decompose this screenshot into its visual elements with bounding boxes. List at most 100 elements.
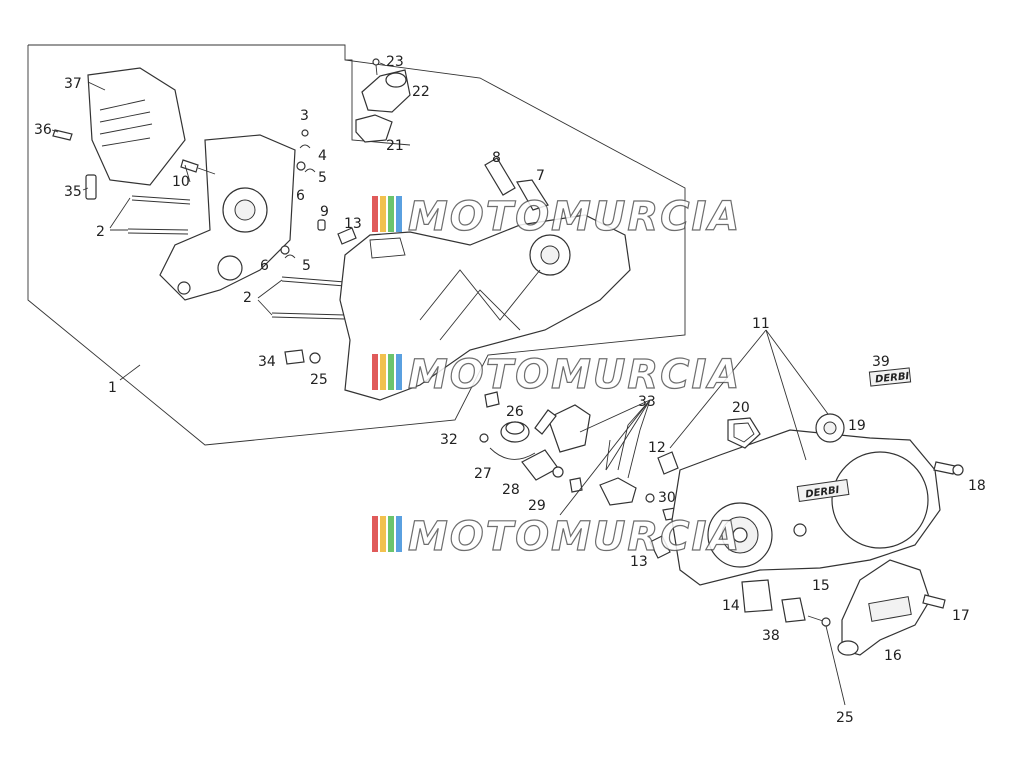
- kick-cover: [837, 559, 931, 656]
- bearing-19: [815, 413, 845, 443]
- callout-28: 28: [502, 482, 520, 498]
- fan-cowl: [87, 67, 186, 186]
- callout-2-upper: 2: [96, 224, 105, 240]
- watermark-stripe-blue: [396, 516, 402, 552]
- callout-12: 12: [648, 440, 666, 456]
- callout-16: 16: [884, 648, 902, 664]
- dowel-pin-9: [317, 219, 326, 231]
- callout-1: 1: [108, 380, 117, 396]
- callout-9: 9: [320, 204, 329, 220]
- small-hardware-upper: [296, 129, 316, 173]
- studs-lower: [271, 276, 346, 320]
- callout-10: 10: [172, 174, 190, 190]
- screw-17: [922, 594, 946, 609]
- callout-17: 17: [952, 608, 970, 624]
- watermark-text: MOTOMURCIA: [408, 352, 741, 398]
- oil-pump-gear-26: [500, 421, 530, 443]
- watermark-stripe-green: [388, 196, 394, 232]
- callout-6-upper: 6: [296, 188, 305, 204]
- watermark-stripe-green: [388, 354, 394, 390]
- callout-32: 32: [440, 432, 458, 448]
- oil-pump-33: [599, 424, 641, 506]
- intake-manifold: [361, 69, 411, 113]
- callout-11: 11: [752, 316, 770, 332]
- sleeve-13-left: [337, 227, 357, 245]
- callout-33: 33: [638, 394, 656, 410]
- oil-guide-28: [534, 409, 557, 435]
- watermark-2: MOTOMURCIA: [372, 351, 741, 399]
- roller-8: [484, 157, 516, 196]
- watermark-3: MOTOMURCIA: [372, 513, 741, 561]
- watermark-stripe-red: [372, 354, 378, 390]
- watermark-1: MOTOMURCIA: [372, 193, 741, 241]
- sleeve-7: [516, 179, 549, 211]
- bracket-38: [781, 597, 806, 623]
- clip-27: [489, 447, 536, 460]
- small-part-upper: [484, 391, 500, 408]
- gasket-20: [727, 417, 761, 449]
- callout-13-lower: 13: [630, 554, 648, 570]
- bolt-10: [180, 159, 216, 175]
- main-crankcase: [339, 214, 631, 401]
- watermark-stripe-yellow: [380, 354, 386, 390]
- callout-21: 21: [386, 138, 404, 154]
- callout-37: 37: [64, 76, 82, 92]
- callout-14: 14: [722, 598, 740, 614]
- block-14: [741, 579, 773, 613]
- callout-25-left: 25: [310, 372, 328, 388]
- bracket-28: [521, 449, 559, 481]
- watermark-stripe-yellow: [380, 196, 386, 232]
- watermark-text: MOTOMURCIA: [408, 194, 741, 240]
- watermark-stripe-yellow: [380, 516, 386, 552]
- callout-18: 18: [968, 478, 986, 494]
- studs-upper: [127, 195, 191, 235]
- callout-8: 8: [492, 150, 501, 166]
- watermark-stripe-blue: [396, 354, 402, 390]
- leader-lines: [51, 62, 846, 706]
- callout-38: 38: [762, 628, 780, 644]
- sleeve-12: [657, 451, 679, 475]
- callout-22: 22: [412, 84, 430, 100]
- callout-20: 20: [732, 400, 750, 416]
- transmission-cover: DERBI: [671, 429, 941, 586]
- watermark-stripe-red: [372, 516, 378, 552]
- watermark-stripe-green: [388, 516, 394, 552]
- watermark-stripe-blue: [396, 196, 402, 232]
- plug-34: [284, 349, 305, 365]
- callout-35: 35: [64, 184, 82, 200]
- callout-36: 36: [34, 122, 52, 138]
- callout-29: 29: [528, 498, 546, 514]
- logo-emblem-39: DERBI: [868, 367, 912, 387]
- cowl-clip: [85, 174, 97, 200]
- callout-3: 3: [300, 108, 309, 124]
- callout-6-lower: 6: [260, 258, 269, 274]
- callout-27: 27: [474, 466, 492, 482]
- callout-5-lower: 5: [302, 258, 311, 274]
- reed-valve-group-frame: [345, 59, 411, 146]
- emblem-text: DERBI: [875, 371, 910, 386]
- callout-2-lower: 2: [243, 290, 252, 306]
- screw-18: [933, 461, 964, 476]
- small-hardware-lower: [280, 245, 296, 259]
- callout-15: 15: [812, 578, 830, 594]
- nut-32: [479, 433, 489, 443]
- reed-valve: [355, 114, 393, 143]
- screw-25-right: [807, 615, 831, 627]
- callout-39: 39: [872, 354, 890, 370]
- callout-labels: 1 2 2 3 4 5 5 6 6 7 8 9 10 11 12 13 13 1…: [34, 54, 986, 726]
- callout-7: 7: [536, 168, 545, 184]
- screw-23: [372, 58, 380, 76]
- callout-13-upper: 13: [344, 216, 362, 232]
- callout-26: 26: [506, 404, 524, 420]
- callout-34: 34: [258, 354, 276, 370]
- crankcase-group-frame: [27, 44, 686, 446]
- washer-29: [552, 466, 583, 493]
- callout-23: 23: [386, 54, 404, 70]
- watermark-text: MOTOMURCIA: [408, 514, 741, 560]
- callout-4: 4: [318, 148, 327, 164]
- callout-25-right: 25: [836, 710, 854, 726]
- sleeve-13-right: [649, 535, 671, 559]
- crankcase-half: [159, 134, 296, 301]
